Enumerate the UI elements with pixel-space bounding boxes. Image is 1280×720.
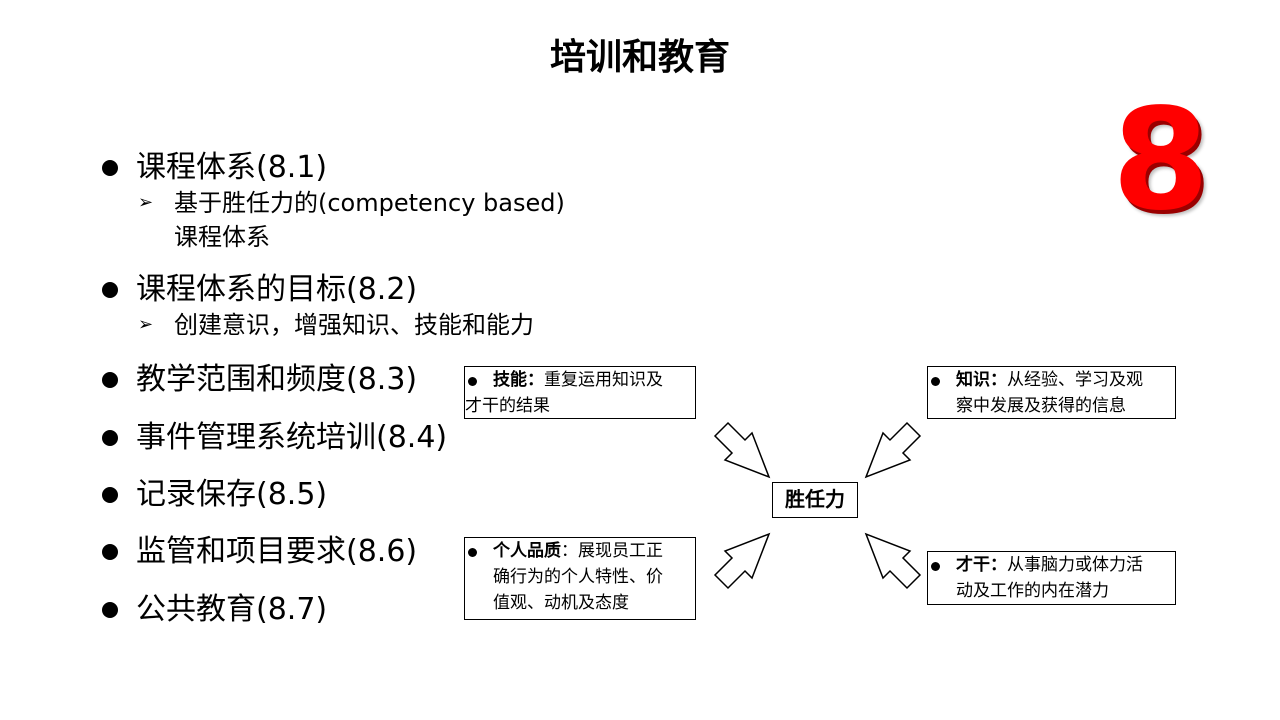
section-number: 8 — [1112, 79, 1210, 242]
arrow-bullet-icon: ➢ — [138, 192, 154, 213]
skill-text: 重复运用知识及 — [544, 370, 663, 390]
bullet-dot-icon — [102, 544, 118, 560]
talent-label: 才干： — [956, 555, 1007, 575]
arrow-down-right-icon — [713, 421, 771, 479]
knowledge-box: 知识：从经验、学习及观 察中发展及获得的信息 — [927, 366, 1176, 419]
bullet-text: 公共教育(8.7) — [136, 592, 328, 627]
skill-text: 才干的结果 — [465, 396, 550, 416]
personal-quality-text: 值观、动机及态度 — [493, 593, 629, 613]
talent-text: 从事脑力或体力活 — [1007, 555, 1143, 575]
bullet-dot-icon — [931, 562, 940, 571]
knowledge-label: 知识： — [956, 370, 1007, 390]
bullet-dot-icon — [102, 602, 118, 618]
arrow-up-left-icon — [864, 532, 922, 590]
bullet-text: 教学范围和频度(8.3) — [136, 362, 418, 397]
skill-label: 技能： — [493, 370, 544, 390]
bullet-dot-icon — [931, 377, 940, 386]
personal-quality-text: 确行为的个人特性、价 — [493, 567, 663, 587]
sub-bullet-text: 创建意识，增强知识、技能和能力 — [174, 311, 534, 339]
bullet-dot-icon — [102, 160, 118, 176]
bullet-text: 记录保存(8.5) — [136, 477, 328, 512]
arrow-down-left-icon — [864, 421, 922, 479]
bullet-dot-icon — [102, 282, 118, 298]
bullet-text: 课程体系的目标(8.2) — [136, 272, 418, 307]
bullet-dot-icon — [468, 548, 477, 557]
arrow-bullet-icon: ➢ — [138, 314, 154, 335]
bullet-text: 事件管理系统培训(8.4) — [136, 420, 448, 455]
skill-box: 技能：重复运用知识及 才干的结果 — [464, 366, 696, 419]
slide-title: 培训和教育 — [549, 37, 730, 78]
sub-bullet-line: 基于胜任力的(competency based) — [174, 189, 565, 217]
talent-box: 才干：从事脑力或体力活 动及工作的内在潜力 — [927, 551, 1176, 605]
talent-text: 动及工作的内在潜力 — [956, 581, 1109, 601]
bullet-dot-icon — [102, 372, 118, 388]
knowledge-text: 从经验、学习及观 — [1007, 370, 1143, 390]
bullet-dot-icon — [468, 377, 477, 386]
personal-quality-box: 个人品质：展现员工正 确行为的个人特性、价 值观、动机及态度 — [464, 537, 696, 620]
bullet-dot-icon — [102, 487, 118, 503]
sub-bullet-text: 基于胜任力的(competency based) 课程体系 — [174, 186, 565, 254]
bullet-dot-icon — [102, 430, 118, 446]
personal-quality-text: ：展现员工正 — [561, 541, 663, 561]
bullet-text: 课程体系(8.1) — [136, 150, 328, 185]
knowledge-text: 察中发展及获得的信息 — [956, 396, 1126, 416]
competency-center-box: 胜任力 — [772, 482, 858, 518]
sub-bullet-line: 课程体系 — [174, 223, 270, 251]
arrow-up-right-icon — [713, 532, 771, 590]
bullet-text: 监管和项目要求(8.6) — [136, 534, 418, 569]
personal-quality-label: 个人品质 — [493, 541, 561, 561]
